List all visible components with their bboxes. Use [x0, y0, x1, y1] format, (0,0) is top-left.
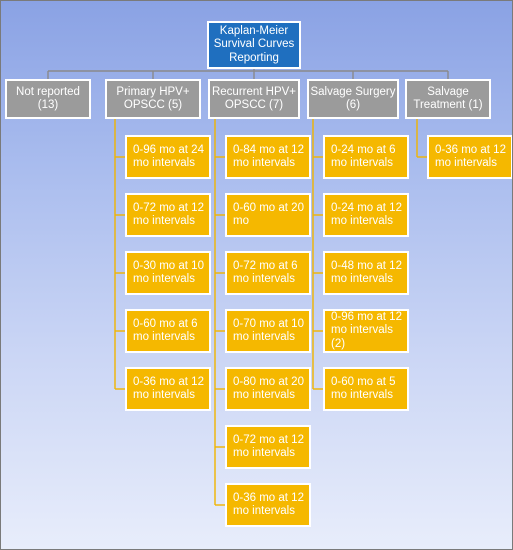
leaf-node: 0-24 mo at 6 mo intervals	[323, 135, 409, 179]
leaf-node: 0-24 mo at 12 mo intervals	[323, 193, 409, 237]
leaf-node: 0-36 mo at 12 mo intervals	[427, 135, 512, 179]
leaf-node: 0-30 mo at 10 mo intervals	[125, 251, 211, 295]
category-node-0-label: Not reported (13)	[16, 85, 80, 111]
leaf-node: 0-48 mo at 12 mo intervals	[323, 251, 409, 295]
category-node-4: Salvage Treatment (1)	[405, 79, 491, 119]
leaf-node-label: 0-48 mo at 12 mo intervals	[331, 259, 402, 285]
leaf-node-label: 0-96 mo at 12 mo intervals (2)	[331, 311, 402, 350]
leaf-node: 0-72 mo at 12 mo intervals	[125, 193, 211, 237]
leaf-node-label: 0-24 mo at 12 mo intervals	[331, 201, 402, 227]
leaf-node: 0-80 mo at 20 mo intervals	[225, 367, 311, 411]
leaf-node-label: 0-60 mo at 20 mo	[233, 201, 304, 227]
category-node-4-label: Salvage Treatment (1)	[413, 85, 483, 111]
leaf-node: 0-96 mo at 24 mo intervals	[125, 135, 211, 179]
root-node: Kaplan-Meier Survival Curves Reporting	[207, 21, 301, 69]
leaf-node: 0-70 mo at 10 mo intervals	[225, 309, 311, 353]
leaf-node-label: 0-60 mo at 5 mo intervals	[331, 375, 396, 401]
leaf-node-label: 0-24 mo at 6 mo intervals	[331, 143, 396, 169]
leaf-node-label: 0-36 mo at 12 mo intervals	[435, 143, 506, 169]
leaf-node-label: 0-80 mo at 20 mo intervals	[233, 375, 304, 401]
category-node-2: Recurrent HPV+ OPSCC (7)	[208, 79, 300, 119]
leaf-node: 0-60 mo at 20 mo	[225, 193, 311, 237]
leaf-node: 0-96 mo at 12 mo intervals (2)	[323, 309, 409, 353]
leaf-node: 0-84 mo at 12 mo intervals	[225, 135, 311, 179]
leaf-node: 0-36 mo at 12 mo intervals	[225, 483, 311, 527]
leaf-node-label: 0-36 mo at 12 mo intervals	[233, 491, 304, 517]
category-node-3: Salvage Surgery (6)	[307, 79, 399, 119]
leaf-node: 0-72 mo at 6 mo intervals	[225, 251, 311, 295]
leaf-node-label: 0-84 mo at 12 mo intervals	[233, 143, 304, 169]
leaf-node-label: 0-72 mo at 6 mo intervals	[233, 259, 298, 285]
leaf-node: 0-36 mo at 12 mo intervals	[125, 367, 211, 411]
leaf-node-label: 0-30 mo at 10 mo intervals	[133, 259, 204, 285]
category-node-1: Primary HPV+ OPSCC (5)	[105, 79, 201, 119]
leaf-node-label: 0-72 mo at 12 mo intervals	[133, 201, 204, 227]
leaf-node: 0-60 mo at 6 mo intervals	[125, 309, 211, 353]
category-node-0: Not reported (13)	[5, 79, 91, 119]
leaf-node-label: 0-36 mo at 12 mo intervals	[133, 375, 204, 401]
leaf-node-label: 0-72 mo at 12 mo intervals	[233, 433, 304, 459]
category-node-1-label: Primary HPV+ OPSCC (5)	[116, 85, 190, 111]
leaf-node-label: 0-70 mo at 10 mo intervals	[233, 317, 304, 343]
leaf-node-label: 0-96 mo at 24 mo intervals	[133, 143, 204, 169]
root-node-label: Kaplan-Meier Survival Curves Reporting	[213, 25, 295, 64]
category-node-2-label: Recurrent HPV+ OPSCC (7)	[211, 85, 297, 111]
category-node-3-label: Salvage Surgery (6)	[310, 85, 396, 111]
leaf-node-label: 0-60 mo at 6 mo intervals	[133, 317, 198, 343]
leaf-node: 0-60 mo at 5 mo intervals	[323, 367, 409, 411]
leaf-node: 0-72 mo at 12 mo intervals	[225, 425, 311, 469]
